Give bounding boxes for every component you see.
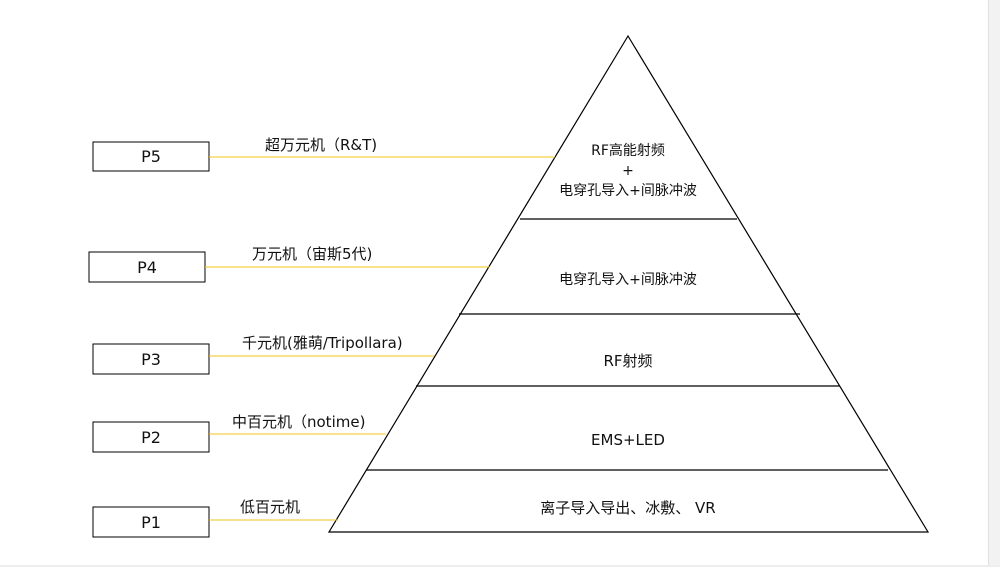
level-p1: P1 低百元机	[92, 498, 338, 538]
level-box-label-p3: P3	[141, 350, 161, 369]
level-p3: P3 千元机(雅萌/Tripollara)	[92, 334, 434, 375]
level-box-label-p4: P4	[137, 258, 157, 277]
price-label-p4: 万元机（宙斯5代)	[252, 245, 372, 263]
bottom-edge	[0, 565, 1000, 567]
level-p5: P5 超万元机（R&T)	[92, 136, 555, 172]
level-box-label-p2: P2	[141, 428, 161, 447]
price-label-p5: 超万元机（R&T)	[265, 136, 377, 154]
tier-tech-p3: RF射频	[603, 352, 652, 370]
price-label-p3: 千元机(雅萌/Tripollara)	[242, 334, 403, 352]
tier-tech-p5-line2: +	[622, 163, 634, 179]
tier-tech-p5-line1: RF高能射频	[591, 142, 665, 159]
pyramid-outline	[327, 34, 930, 533]
level-box-p5	[92, 141, 210, 172]
level-p4: P4 万元机（宙斯5代)	[88, 245, 490, 283]
scrollbar-track[interactable]	[988, 0, 1000, 567]
level-box-p2	[92, 421, 210, 453]
price-label-p1: 低百元机	[240, 498, 300, 516]
level-box-label-p5: P5	[141, 147, 161, 166]
level-box-p3	[92, 343, 210, 375]
level-p2: P2 中百元机（notime)	[92, 413, 386, 453]
tier-tech-p4: 电穿孔导入+间脉冲波	[559, 272, 697, 288]
level-box-label-p1: P1	[141, 513, 161, 532]
price-label-p2: 中百元机（notime)	[232, 413, 365, 431]
tier-tech-p5-line3: 电穿孔导入+间脉冲波	[559, 183, 697, 199]
tier-tech-p1: 离子导入导出、冰敷、 VR	[540, 499, 715, 517]
level-box-p1	[92, 506, 210, 538]
tier-tech-p2: EMS+LED	[591, 431, 665, 449]
